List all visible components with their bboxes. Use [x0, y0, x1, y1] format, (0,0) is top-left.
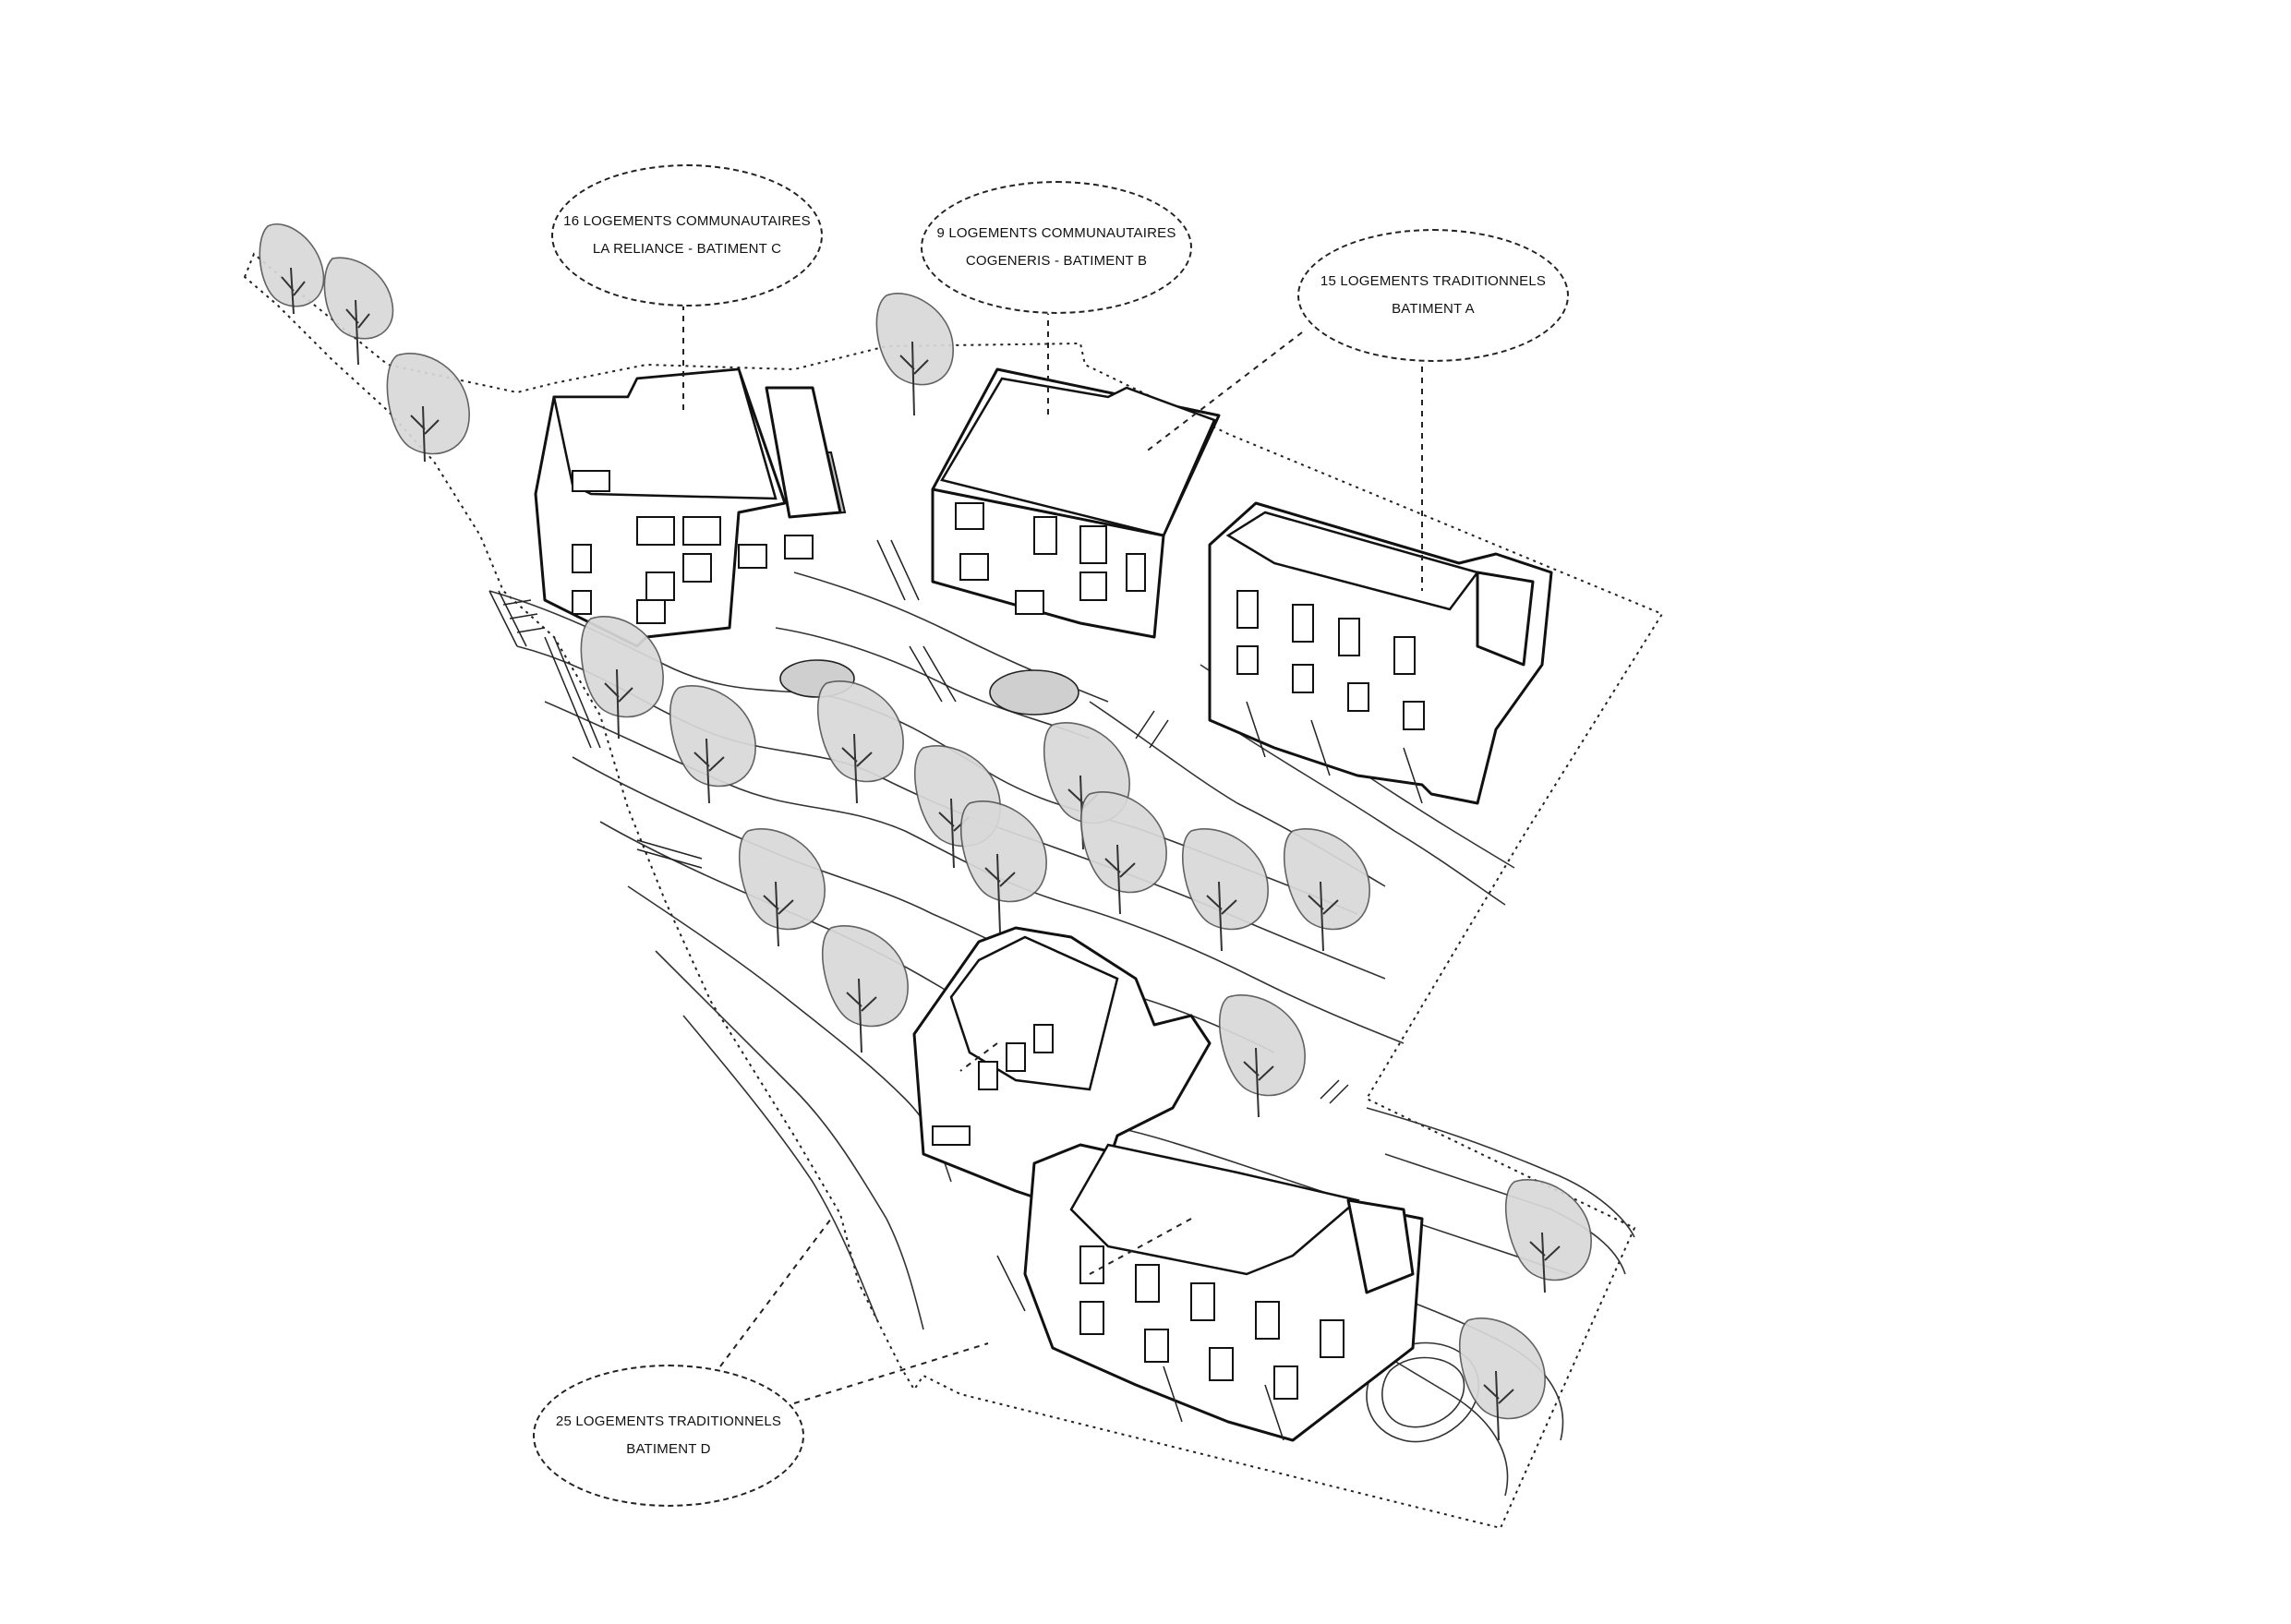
callout-batiment-d: 25 LOGEMENTS TRADITIONNELS BATIMENT D: [533, 1365, 804, 1507]
tree: [1218, 994, 1306, 1118]
tree: [875, 293, 954, 416]
callout-batiment-d-line1: 25 LOGEMENTS TRADITIONNELS: [555, 1413, 782, 1429]
trees: [259, 223, 1592, 1441]
tree: [386, 353, 470, 463]
tree: [323, 257, 394, 366]
leader-batiment-d-3: [959, 1042, 998, 1072]
tree: [580, 616, 664, 740]
building-d: [912, 926, 1424, 1442]
tree: [1504, 1179, 1592, 1293]
callout-batiment-a: 15 LOGEMENTS TRADITIONNELS BATIMENT A: [1297, 229, 1569, 362]
pond: [1366, 1341, 1480, 1443]
tree: [669, 685, 756, 804]
leader-batiment-a-1: [1144, 331, 1303, 453]
leader-batiment-d-2: [793, 1342, 989, 1404]
tree: [959, 800, 1047, 933]
callout-batiment-d-line2: BATIMENT D: [626, 1441, 711, 1457]
building-c: [534, 367, 847, 648]
stairs: [488, 539, 1349, 1104]
callout-batiment-a-line2: BATIMENT A: [1392, 301, 1475, 317]
building-a: [1208, 501, 1553, 805]
tree: [1283, 828, 1370, 952]
tree: [1458, 1317, 1546, 1441]
tree: [1181, 828, 1269, 952]
callout-batiment-a-line1: 15 LOGEMENTS TRADITIONNELS: [1320, 273, 1547, 289]
leader-batiment-d-4: [1089, 1218, 1192, 1275]
tree: [259, 223, 325, 315]
tree: [738, 828, 826, 947]
tree: [816, 680, 904, 804]
callout-batiment-b-line1: 9 LOGEMENTS COMMUNAUTAIRES: [936, 225, 1176, 241]
tree: [1079, 791, 1167, 915]
callout-batiment-b: 9 LOGEMENTS COMMUNAUTAIRES COGENERIS - B…: [921, 181, 1192, 314]
tree: [821, 925, 909, 1053]
callout-batiment-c-line1: 16 LOGEMENTS COMMUNAUTAIRES: [563, 213, 811, 229]
callout-batiment-b-line2: COGENERIS - BATIMENT B: [965, 253, 1148, 269]
leader-lines: [682, 305, 1423, 1404]
callout-batiment-c-line2: LA RELIANCE - BATIMENT C: [592, 241, 782, 257]
building-b: [931, 367, 1221, 639]
leader-batiment-d-1: [719, 1218, 832, 1367]
plaza-east: [989, 669, 1079, 716]
callout-batiment-c: 16 LOGEMENTS COMMUNAUTAIRES LA RELIANCE …: [551, 164, 823, 307]
